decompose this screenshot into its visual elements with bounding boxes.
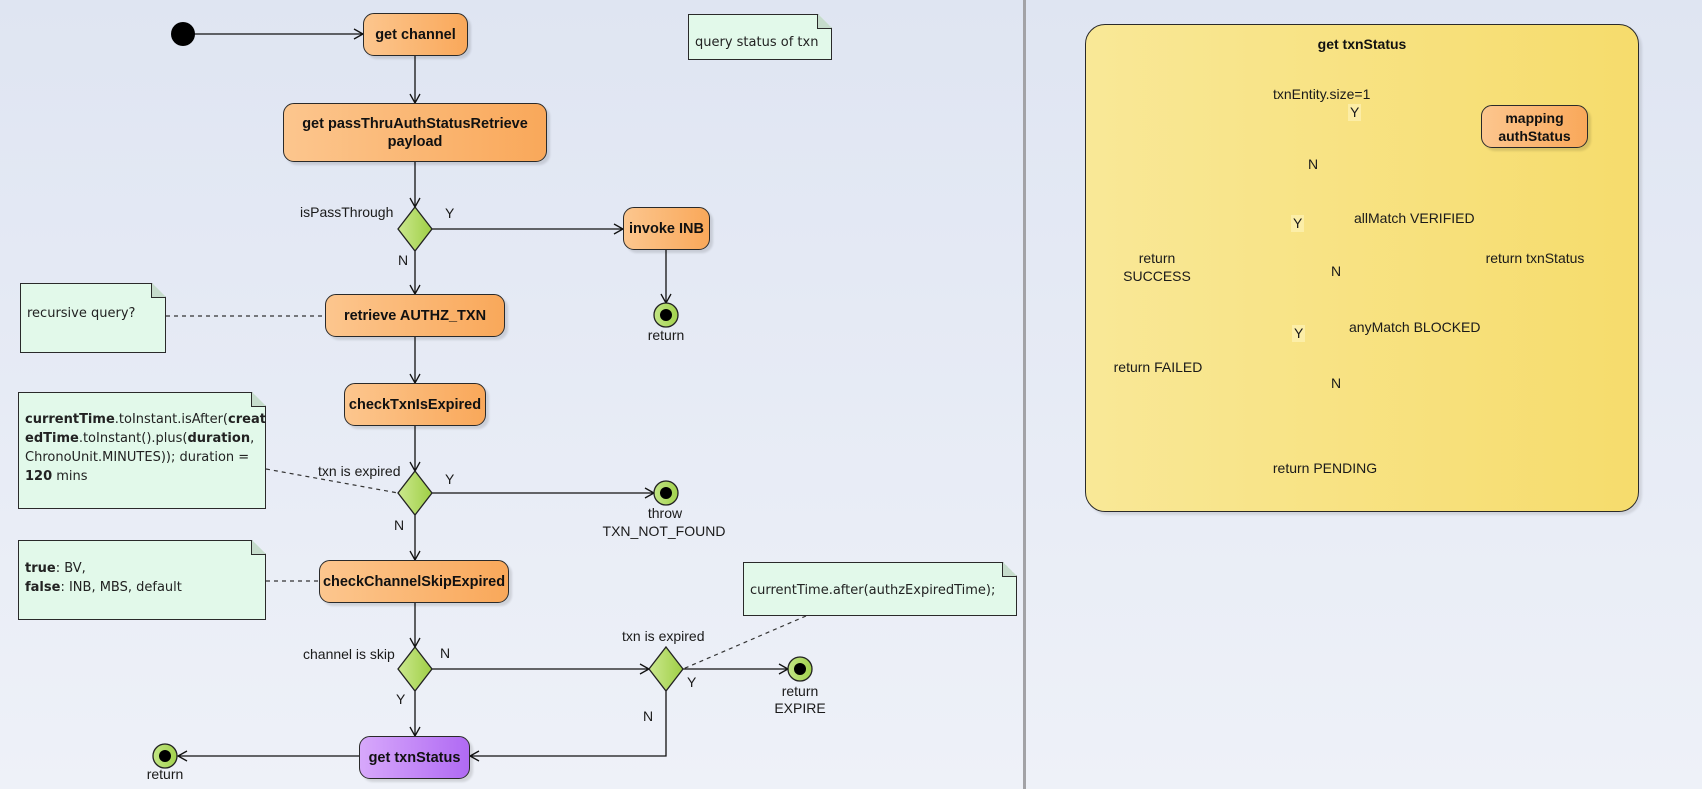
decision-channel-is-skip [397, 645, 433, 693]
decision-label-channel-is-skip: channel is skip [303, 646, 395, 662]
activity-label: invoke INB [629, 220, 704, 237]
activity-label: retrieve AUTHZ_TXN [343, 307, 487, 324]
note-text-run: .toInstant().plus( [78, 431, 188, 446]
activity-label: mapping authStatus [1498, 109, 1571, 144]
activity-get-txn-status[interactable]: get txnStatus [359, 736, 470, 779]
guard-yes: Y [396, 691, 406, 707]
activity-get-channel[interactable]: get channel [363, 13, 468, 56]
control-flow-edge [470, 691, 667, 757]
decision-label-txn-is-expired: txn is expired [318, 463, 401, 479]
activity-label: checkChannelSkipExpired [322, 573, 506, 590]
activity-check-txn-is-expired[interactable]: checkTxnIsExpired [344, 383, 486, 426]
final-label-return: return [647, 327, 685, 343]
activity-check-channel-skip-expired[interactable]: checkChannelSkipExpired [319, 560, 509, 603]
note-line: false: INB, MBS, default [25, 578, 259, 597]
final-label-throw: throw [647, 505, 683, 521]
guard-yes: Y [445, 205, 455, 221]
panel-divider[interactable] [1023, 0, 1026, 789]
final-label-return: return [781, 683, 819, 699]
arrow-head [176, 750, 188, 762]
guard-yes: Y [1348, 104, 1362, 121]
guard-no: N [1331, 375, 1342, 391]
activity-final-dot [159, 750, 171, 762]
note-text-run: false [25, 580, 61, 595]
initial-node-icon [171, 22, 195, 46]
note-line: edTime.toInstant().plus(duration, [25, 429, 259, 448]
guard-no: N [398, 252, 409, 268]
flow-final-label-success: SUCCESS [1123, 268, 1191, 284]
note-fold [251, 540, 266, 555]
note-authz-expired-time[interactable]: currentTime.after(authzExpiredTime); [743, 562, 1017, 616]
frame-title: get txnStatus [1317, 36, 1407, 52]
guard-no: N [1308, 156, 1319, 172]
note-text: recursive query? [27, 306, 136, 321]
activity-label: get passThruAuthStatusRetrieve payload [302, 115, 528, 150]
note-line: true: BV, [25, 559, 259, 578]
activity-final-dot [660, 309, 672, 321]
note-fold [151, 283, 166, 298]
activity-final-dot [660, 487, 672, 499]
guard-yes: Y [445, 471, 455, 487]
decision-txn-is-expired-2 [648, 645, 684, 693]
note-text-run: 120 [25, 469, 53, 484]
guard-yes: Y [687, 674, 697, 690]
decision-is-pass-through [397, 205, 433, 253]
note-text-run: ChronoUnit.MINUTES)); duration = [25, 450, 250, 465]
activity-invoke-inb[interactable]: invoke INB [623, 207, 710, 250]
note-link [682, 615, 807, 670]
note-channel-skip-values[interactable]: true: BV,false: INB, MBS, default [18, 540, 266, 620]
guard-no: N [643, 708, 654, 724]
activity-final-dot [794, 663, 806, 675]
note-query-status[interactable]: query status of txn [688, 14, 832, 60]
guard-yes: Y [1291, 215, 1305, 232]
activity-label: get txnStatus [368, 749, 461, 766]
note-text-run: , [250, 431, 255, 446]
note-text-run: mins [52, 469, 88, 484]
decision-label-txn-is-expired-2: txn is expired [622, 628, 705, 644]
note-text-run: : BV, [55, 561, 86, 576]
guard-yes: Y [1292, 325, 1306, 342]
note-link [265, 468, 399, 494]
final-label-expire: EXPIRE [774, 700, 826, 716]
activity-mapping-auth-status[interactable]: mapping authStatus [1481, 105, 1588, 148]
note-text-run: edTime [25, 431, 79, 446]
note-text-run: currentTime [25, 412, 115, 427]
guard-no: N [440, 645, 451, 661]
flow-final-label-return-txn-status: return txnStatus [1485, 250, 1585, 266]
note-fold [251, 392, 266, 407]
decision-label-size-one: txnEntity.size=1 [1273, 86, 1371, 102]
activity-get-payload[interactable]: get passThruAuthStatusRetrieve payload [283, 103, 547, 162]
decision-label-all-match-verified: allMatch VERIFIED [1354, 210, 1475, 226]
note-text-run: : INB, MBS, default [60, 580, 182, 595]
decision-label-is-pass-through: isPassThrough [300, 204, 394, 220]
note-text-run: true [25, 561, 56, 576]
note-text-run: creat [228, 412, 266, 427]
final-label-return: return [146, 766, 184, 782]
flow-final-label-return-pending: return PENDING [1272, 460, 1378, 476]
note-text-run: .toInstant.isAfter( [114, 412, 229, 427]
flow-final-label-return: return [1138, 250, 1176, 266]
decision-txn-is-expired [397, 469, 433, 517]
note-fold [817, 14, 832, 29]
activity-retrieve-authz-txn[interactable]: retrieve AUTHZ_TXN [325, 294, 505, 337]
note-recursive-query[interactable]: recursive query? [20, 283, 166, 353]
activity-label: get channel [375, 26, 456, 43]
note-line: ChronoUnit.MINUTES)); duration = [25, 448, 259, 467]
final-label-txn-not-found: TXN_NOT_FOUND [602, 523, 726, 539]
arrow-head [468, 750, 480, 762]
note-text: currentTime.after(authzExpiredTime); [750, 583, 996, 598]
note-text: query status of txn [695, 35, 819, 50]
guard-no: N [394, 517, 405, 533]
note-text-run: duration [187, 431, 251, 446]
note-line: 120 mins [25, 467, 259, 486]
decision-label-any-match-blocked: anyMatch BLOCKED [1349, 319, 1481, 335]
flow-final-label-return-failed: return FAILED [1113, 359, 1203, 375]
note-fold [1002, 562, 1017, 577]
note-line: currentTime.toInstant.isAfter(creat [25, 410, 259, 429]
activity-label: checkTxnIsExpired [348, 396, 482, 413]
guard-no: N [1331, 263, 1342, 279]
